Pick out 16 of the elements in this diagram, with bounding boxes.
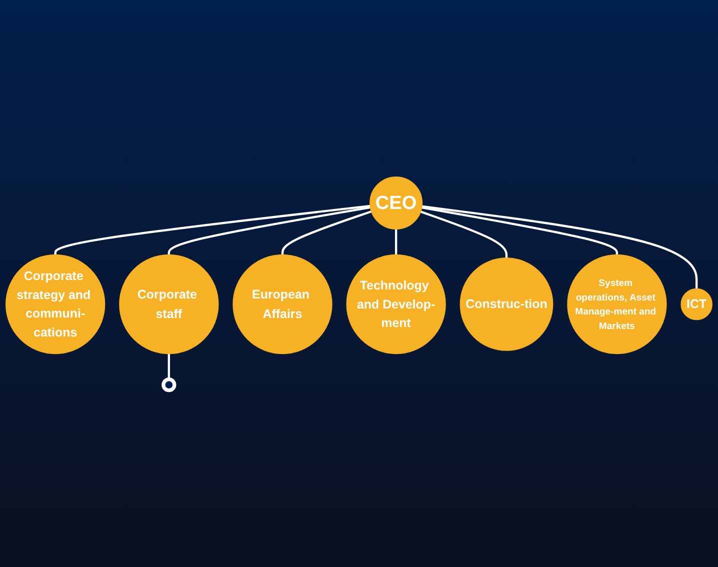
connector <box>420 210 508 258</box>
connector <box>168 354 170 380</box>
node-circle: System operations, Asset Manage-ment and Markets <box>567 254 667 354</box>
node-circle: Technology and Develop-ment <box>346 254 446 354</box>
connector <box>54 204 370 255</box>
node-circle: CEO <box>370 176 423 230</box>
connector <box>394 229 398 255</box>
node-circle: Construc-tion <box>460 257 554 351</box>
node-circle: Corporate strategy and communi-cations <box>6 254 106 354</box>
node-circle: European Affairs <box>232 254 332 354</box>
connector <box>422 206 618 255</box>
node-circle: ICT <box>680 288 712 320</box>
node-circle: Corporate staff <box>119 254 219 354</box>
connector <box>281 210 372 255</box>
node-circle <box>162 377 176 392</box>
connector <box>422 205 698 289</box>
